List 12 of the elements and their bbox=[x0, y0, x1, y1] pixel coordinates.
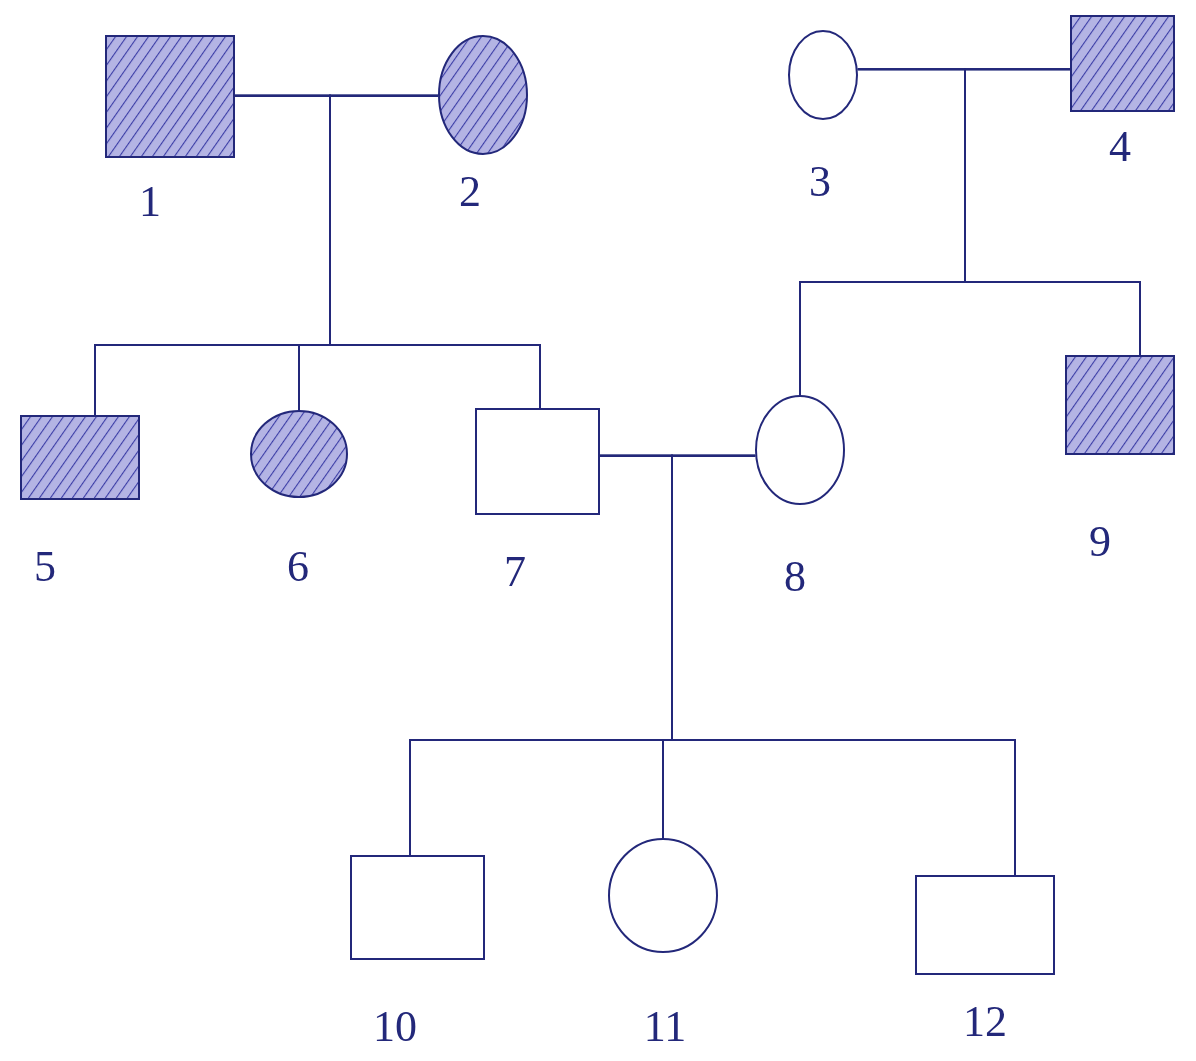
individual-number: 9 bbox=[1089, 520, 1111, 564]
individual-number: 2 bbox=[459, 170, 481, 214]
individual-number: 4 bbox=[1109, 125, 1131, 169]
individual-number: 10 bbox=[373, 1005, 417, 1049]
individual-number: 5 bbox=[34, 545, 56, 589]
individual-number: 8 bbox=[784, 555, 806, 599]
individual-number: 7 bbox=[504, 550, 526, 594]
individual-number: 11 bbox=[643, 1005, 687, 1049]
individual-number: 1 bbox=[139, 180, 161, 224]
individual-number: 3 bbox=[809, 160, 831, 204]
individual-number: 12 bbox=[963, 1000, 1007, 1044]
individual-number: 6 bbox=[287, 545, 309, 589]
